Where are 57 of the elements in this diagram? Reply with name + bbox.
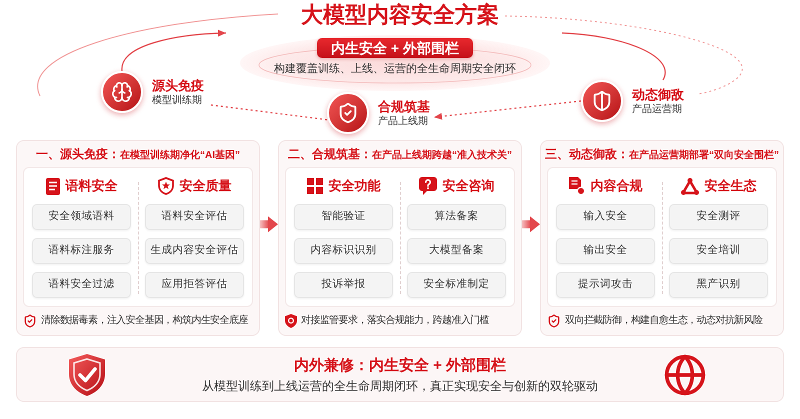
stage-period: 模型训练期 (152, 94, 203, 108)
banner-text: 从模型训练到上线运营的全生命周期闭环，真正实现安全与创新的双轮驱动 (202, 378, 598, 394)
feature-item: 生成内容安全评估 (145, 238, 244, 264)
feature-item: 算法备案 (407, 204, 506, 230)
stage-title: 动态御敌 (632, 86, 684, 102)
panel-heading: 一、源头免疫： (36, 146, 120, 162)
feature-item: 投诉举报 (294, 272, 393, 298)
content-card (23, 167, 253, 307)
feature-item: 提示词攻击 (556, 272, 655, 298)
stage-panel (278, 140, 522, 336)
column-heading: 语料安全 (66, 177, 118, 195)
feature-item: 黑产识别 (669, 272, 768, 298)
flow-arrow (260, 216, 278, 232)
stage-period: 产品上线期 (378, 114, 429, 128)
tagline-pill: 内生安全 + 外部围栏 (317, 38, 473, 58)
connector-line (562, 32, 666, 80)
curved-arrow (121, 30, 226, 72)
feature-item: 应用拒答评估 (145, 272, 244, 298)
stage-period: 产品运营期 (632, 102, 683, 116)
feature-item: 安全培训 (669, 238, 768, 264)
column-heading: 安全质量 (180, 177, 232, 195)
content-card (285, 167, 515, 307)
column-heading: 安全功能 (328, 177, 380, 195)
feature-item: 大模型备案 (407, 238, 506, 264)
panel-footnote: 清除数据毒素，注入安全基因，构筑内生安全底座 (41, 314, 248, 328)
column-heading: 安全咨询 (442, 177, 494, 195)
panel-subheading: 在产品运营期部署“双向安全围栏” (629, 149, 779, 163)
stage-panel (540, 140, 784, 336)
feature-item: 安全标准制定 (407, 272, 506, 298)
stage-title: 合规筑基 (378, 98, 430, 114)
feature-item: 内容标识识别 (294, 238, 393, 264)
summary-banner (16, 347, 784, 402)
panel-subheading: 在产品上线期跨越“准入技术关” (372, 149, 512, 163)
feature-item: 语料标注服务 (32, 238, 131, 264)
panel-subheading: 在模型训练期净化“AI基因” (120, 149, 240, 163)
feature-item: 智能验证 (294, 204, 393, 230)
page-title: 大模型内容安全方案 (301, 1, 499, 29)
flow-arrow (522, 216, 540, 232)
panel-heading: 三、动态御敌： (545, 146, 629, 162)
panel-heading: 二、合规筑基： (288, 146, 372, 162)
feature-item: 语料安全过滤 (32, 272, 131, 298)
panel-footnote: 双向拦截防御，构建自愈生态，动态对抗新风险 (565, 314, 762, 328)
stage-panel (16, 140, 260, 336)
feature-item: 安全领域语料 (32, 204, 131, 230)
feature-item: 输入安全 (556, 204, 655, 230)
panel-footnote: 对接监管要求，落实合规能力，跨越准入门槛 (301, 314, 490, 328)
content-card (547, 167, 777, 307)
column-heading: 内容合规 (590, 177, 642, 195)
tagline-text: 构建覆盖训练、上线、运营的全生命周期安全闭环 (274, 62, 516, 76)
dotted-arrow (434, 100, 582, 120)
ellipse-band (240, 35, 550, 91)
banner-title: 内外兼修：内生安全 + 外部围栏 (294, 356, 506, 374)
column-heading: 安全生态 (704, 177, 756, 195)
feature-item: 输出安全 (556, 238, 655, 264)
stage-title: 源头免疫 (152, 76, 204, 94)
feature-item: 语料安全评估 (145, 204, 244, 230)
feature-item: 安全测评 (669, 204, 768, 230)
